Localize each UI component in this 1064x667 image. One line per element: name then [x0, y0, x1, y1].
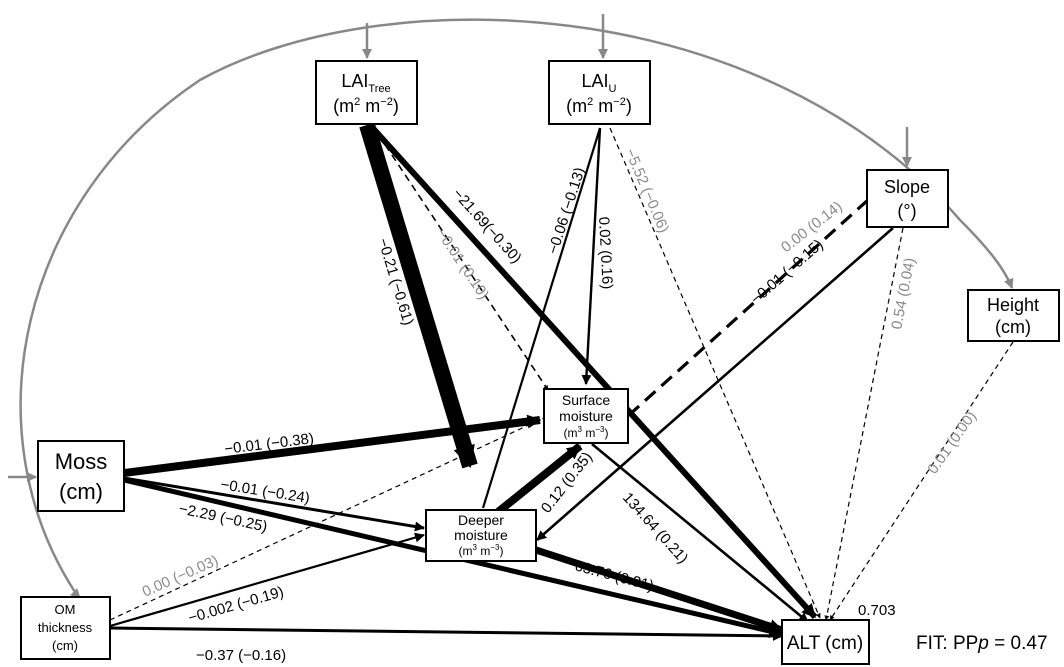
edge-deeper-to-surface: [495, 442, 583, 516]
edge-moss-to-surface: [123, 414, 542, 477]
edge-height-to-alt: [829, 341, 1014, 621]
node-height: Height (cm): [967, 289, 1060, 342]
edge-u-to-surface: [581, 127, 602, 385]
svg-text:(m3 m−3): (m3 m−3): [459, 543, 504, 558]
svg-text:ALT (cm): ALT (cm): [787, 633, 863, 654]
svg-text:LAIU: LAIU: [582, 71, 617, 95]
node-lai-tree: LAITree (m2 m−2): [315, 60, 418, 125]
label-u-to-surface: 0.02 (0.16): [595, 216, 616, 289]
exogenous-covariance-arc: [8, 14, 1014, 599]
edge-om-to-alt: [109, 626, 783, 641]
edge-u-to-deeper: [481, 127, 602, 509]
svg-text:Slope: Slope: [884, 177, 930, 197]
edge-om-to-deeper: [109, 532, 425, 628]
fit-statistic: FIT: PPp = 0.47: [916, 633, 1048, 654]
svg-text:(°): (°): [897, 201, 916, 221]
edge-tree-to-alt: [367, 122, 818, 620]
edge-moss-to-deeper: [123, 476, 425, 532]
edge-slope-to-alt: [824, 227, 904, 621]
svg-text:thickness: thickness: [38, 620, 93, 635]
svg-text:(cm): (cm): [52, 638, 78, 653]
svg-text:moisture: moisture: [454, 527, 508, 543]
svg-text:Surface: Surface: [562, 392, 610, 408]
svg-text:(cm): (cm): [59, 479, 103, 504]
node-surface-moisture: Surface moisture (m3 m−3): [543, 388, 629, 444]
node-deeper-moisture: Deeper moisture (m3 m−3): [425, 509, 537, 562]
label-u-to-alt: −5.52 (−0.06): [621, 146, 672, 236]
edge-tree-to-surface: [371, 124, 549, 391]
edge-slope-to-deeper: [536, 227, 894, 541]
node-alt: ALT (cm): [781, 619, 870, 665]
label-height-to-alt: 0.01 (0.00): [924, 408, 980, 477]
svg-text:Deeper: Deeper: [458, 512, 504, 528]
svg-text:(m2 m−2): (m2 m−2): [566, 96, 632, 116]
svg-text:moisture: moisture: [559, 408, 613, 424]
edge-u-to-alt: [609, 127, 821, 619]
node-om-thickness: OM thickness (cm): [20, 596, 111, 660]
label-om-to-alt: −0.37 (−0.16): [196, 647, 286, 664]
svg-text:Moss: Moss: [55, 449, 108, 474]
label-u-to-deeper: −0.06 (−0.13): [545, 165, 589, 256]
svg-text:OM: OM: [55, 602, 76, 617]
edge-surface-to-alt: [591, 442, 809, 624]
svg-text:LAITree: LAITree: [341, 71, 390, 95]
edge-deeper-to-alt: [534, 546, 784, 634]
r-squared-label: 0.703: [858, 602, 896, 619]
svg-text:(m2 m−2): (m2 m−2): [333, 96, 399, 116]
node-moss: Moss (cm): [37, 440, 125, 512]
label-slope-to-alt: 0.54 (0.04): [888, 256, 919, 330]
svg-text:(m3 m−3): (m3 m−3): [564, 425, 609, 440]
edge-tree-to-deeper: [359, 122, 478, 469]
svg-text:(cm): (cm): [995, 317, 1031, 337]
node-lai-u: LAIU (m2 m−2): [548, 60, 651, 125]
edge-slope-to-surface: [626, 198, 870, 418]
label-tree-to-surface: −0.01 (0.10): [433, 226, 493, 303]
label-surface-to-alt: 134.64 (0.21): [619, 489, 691, 567]
svg-text:Height: Height: [987, 295, 1039, 315]
node-slope: Slope (°): [866, 169, 949, 228]
label-om-to-surface: 0.00 (−0.03): [140, 552, 221, 601]
